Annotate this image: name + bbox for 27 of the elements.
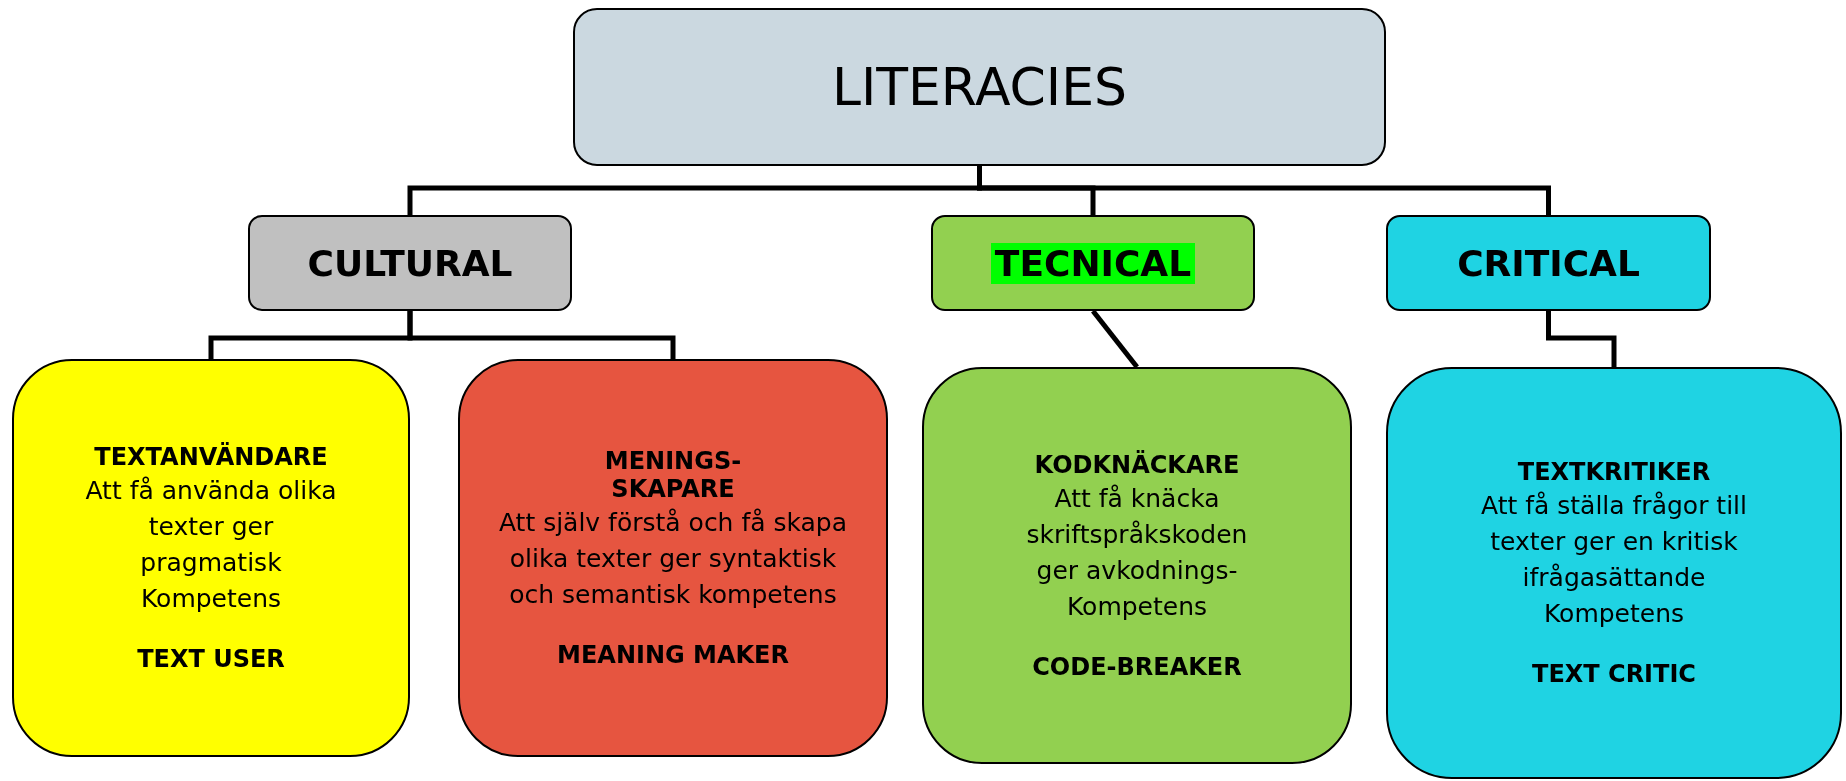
card-heading: TEXTANVÄNDARE bbox=[94, 443, 328, 471]
category-label: CULTURAL bbox=[306, 242, 514, 284]
rounded-box bbox=[573, 8, 1386, 166]
rounded-card bbox=[12, 359, 410, 757]
card-description: Att själv förstå och få skapa olika texter ger syntaktisk och semantisk kompetens bbox=[498, 507, 848, 611]
card-footer: CODE-BREAKER bbox=[1032, 652, 1242, 681]
card-heading: KODKNÄCKARE bbox=[1034, 450, 1240, 479]
category-label: CRITICAL bbox=[1456, 242, 1641, 284]
card-heading: MENINGS-SKAPARE bbox=[603, 447, 743, 503]
connector-line bbox=[1546, 311, 1617, 367]
connector-line bbox=[407, 311, 676, 359]
card-description: Att få ställa frågor till texter ger en kritisk ifrågasättande Kompetens bbox=[1480, 490, 1748, 630]
rounded-box bbox=[1386, 215, 1711, 311]
rounded-box bbox=[931, 215, 1255, 311]
rounded-box bbox=[248, 215, 572, 311]
category-label: TECNICAL bbox=[990, 242, 1196, 284]
card-description: Att få använda olika texter ger pragmatisk Kompetens bbox=[84, 475, 338, 615]
card-heading: TEXTKRITIKER bbox=[1517, 458, 1711, 486]
rounded-card bbox=[1386, 367, 1842, 779]
card-description: Att få knäcka skriftspråkskoden ger avkodnings-Kompetens bbox=[1025, 482, 1249, 623]
card-footer: TEXT USER bbox=[137, 645, 285, 673]
rounded-card bbox=[922, 367, 1352, 764]
title-text: LITERACIES bbox=[831, 57, 1128, 117]
connector-line bbox=[1091, 309, 1139, 369]
card-footer: TEXT CRITIC bbox=[1532, 660, 1696, 688]
card-footer: MEANING MAKER bbox=[557, 641, 789, 669]
rounded-card bbox=[458, 359, 888, 757]
